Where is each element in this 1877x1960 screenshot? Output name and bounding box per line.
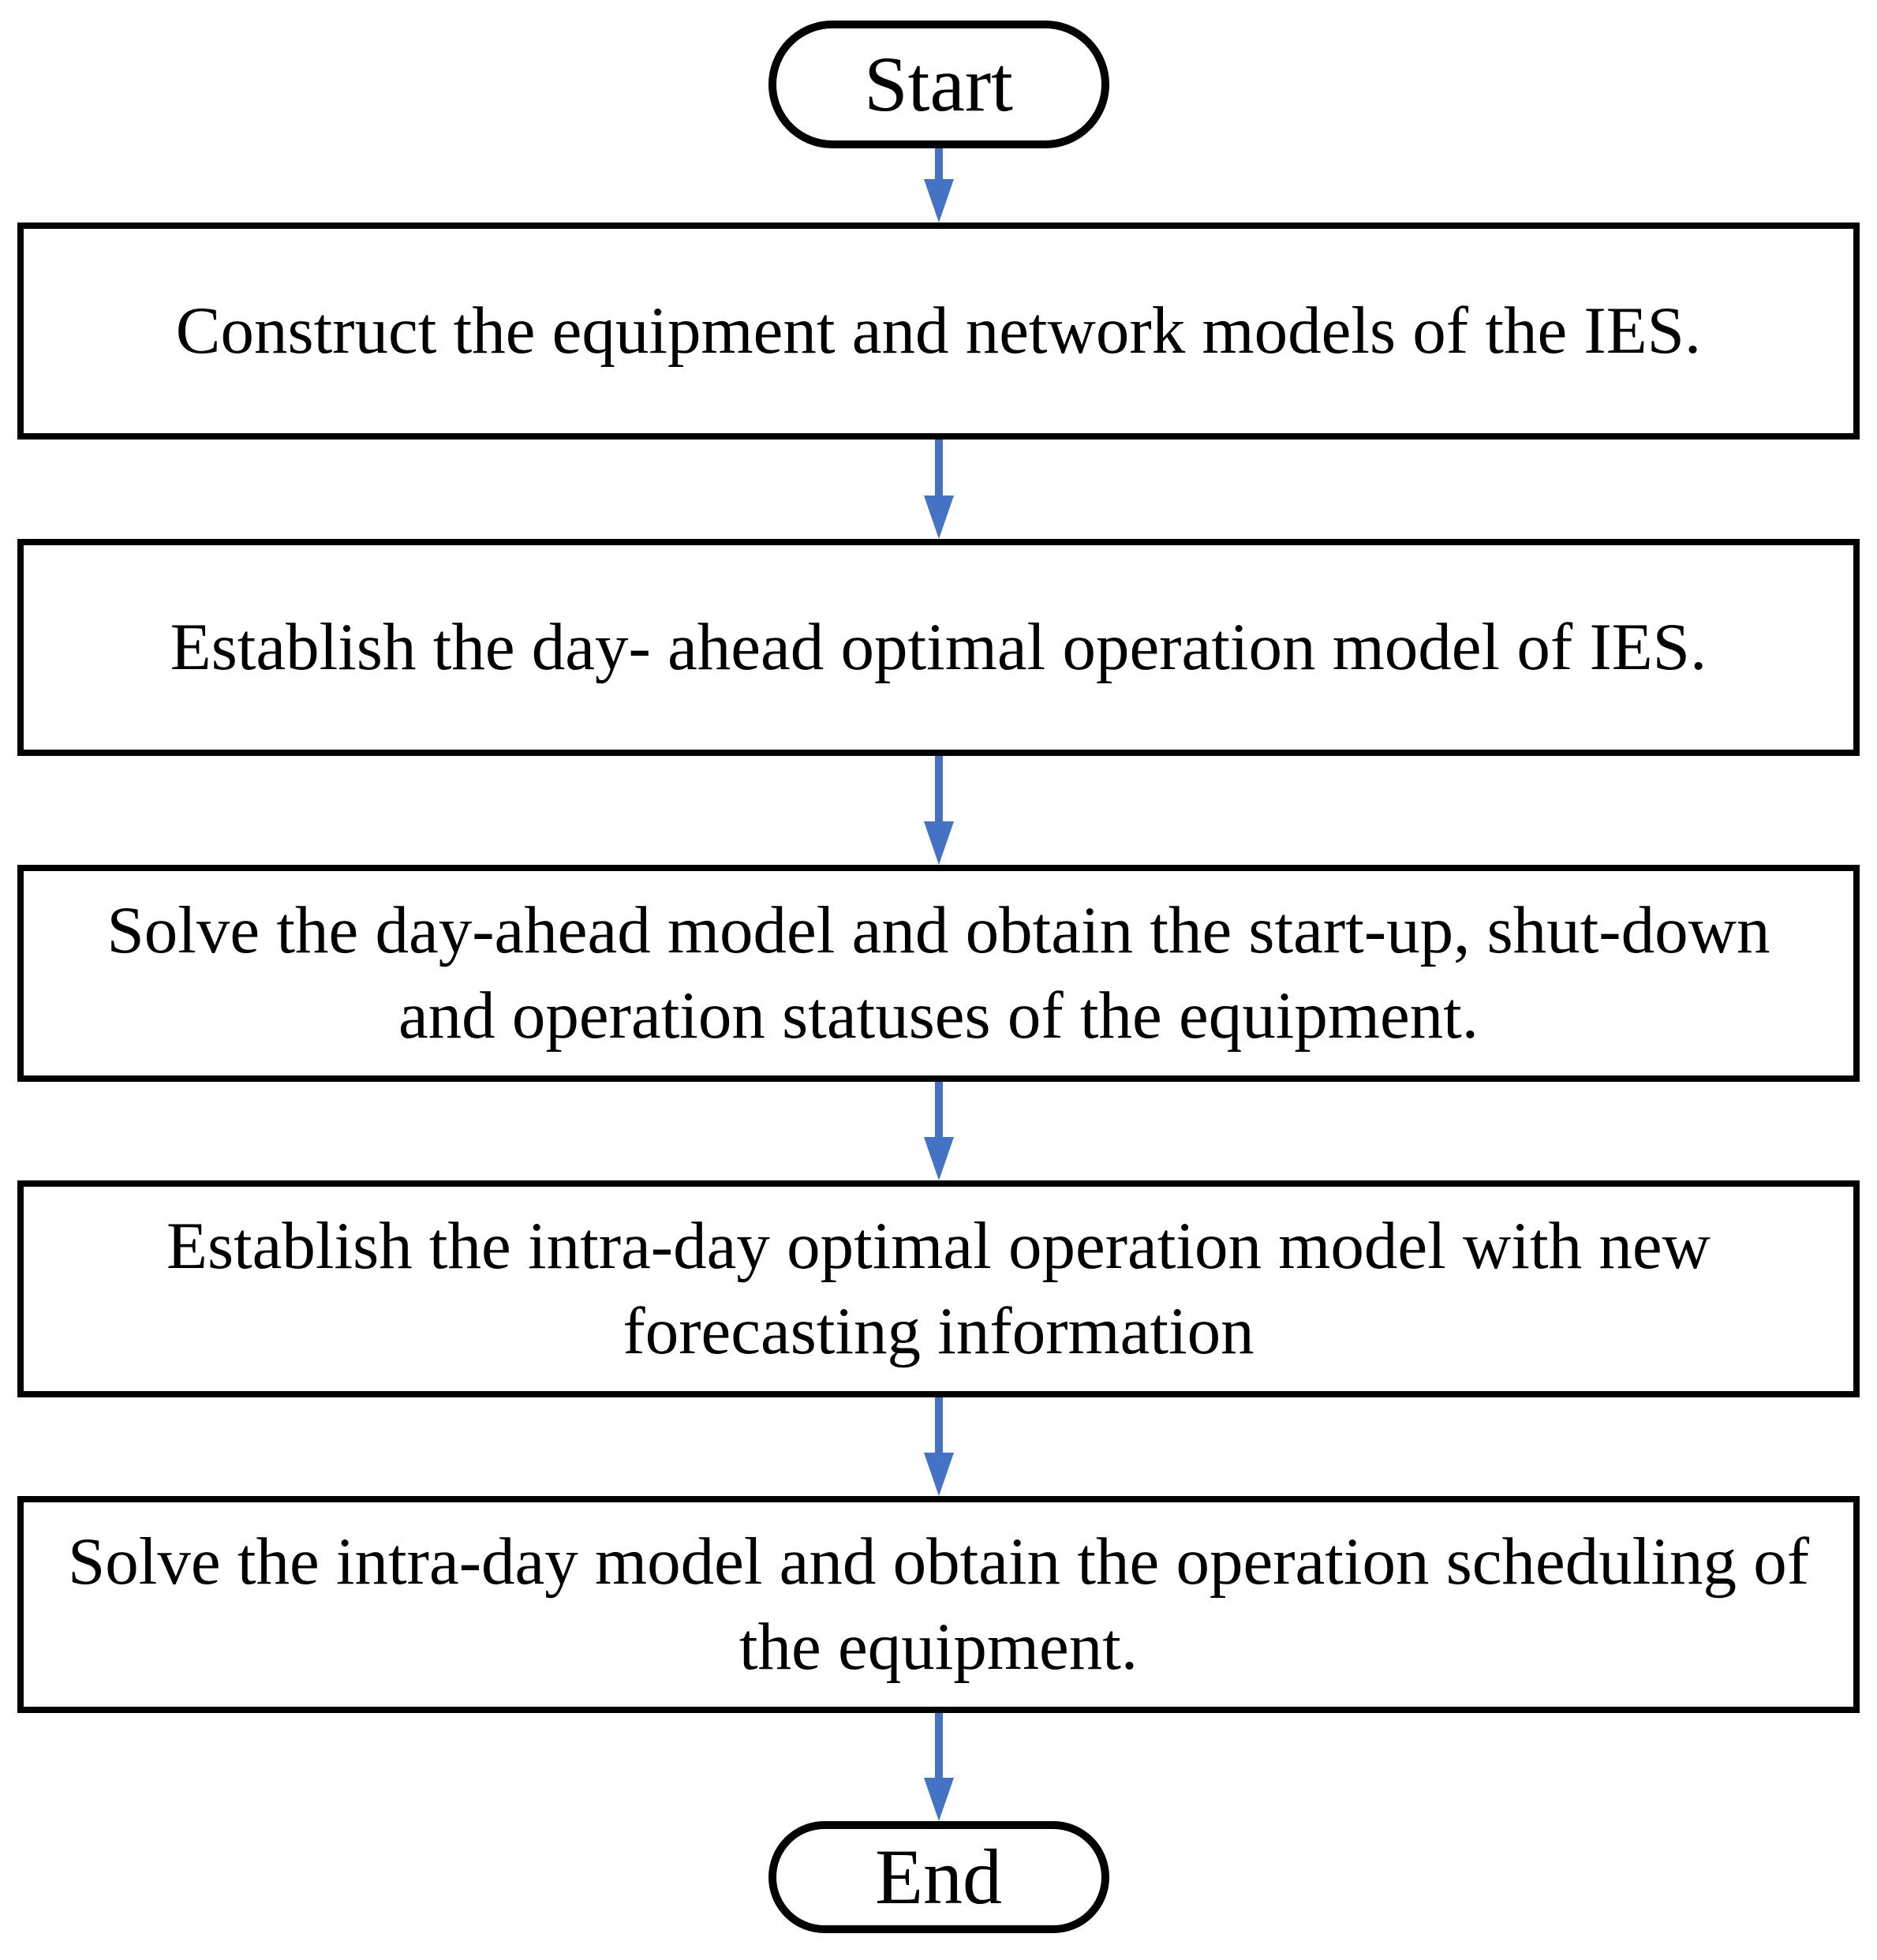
down-arrow-icon <box>923 756 954 865</box>
process-node-label: Establish the day- ahead optimal operati… <box>170 609 1707 684</box>
process-node-label: Establish the intra-day optimal operatio… <box>166 1209 1711 1368</box>
down-arrow-icon <box>923 1397 954 1496</box>
process-node-label: Solve the intra-day model and obtain the… <box>67 1524 1810 1684</box>
process-node-label: Solve the day-ahead model and obtain the… <box>107 893 1770 1053</box>
end-node: End <box>768 1821 1109 1933</box>
start-node-label: Start <box>864 40 1013 128</box>
process-node-construct-models: Construct the equipment and network mode… <box>17 223 1860 440</box>
process-node-solve-intra-day: Solve the intra-day model and obtain the… <box>17 1496 1860 1713</box>
down-arrow-icon <box>923 1713 954 1821</box>
process-node-label: Construct the equipment and network mode… <box>175 293 1702 368</box>
down-arrow-icon <box>923 440 954 539</box>
start-node: Start <box>768 21 1109 148</box>
down-arrow-icon <box>923 1082 954 1180</box>
process-node-day-ahead-model: Establish the day- ahead optimal operati… <box>17 539 1860 756</box>
process-node-intra-day-model: Establish the intra-day optimal operatio… <box>17 1180 1860 1397</box>
process-node-solve-day-ahead: Solve the day-ahead model and obtain the… <box>17 865 1860 1082</box>
down-arrow-icon <box>923 148 954 223</box>
end-node-label: End <box>874 1833 1003 1921</box>
